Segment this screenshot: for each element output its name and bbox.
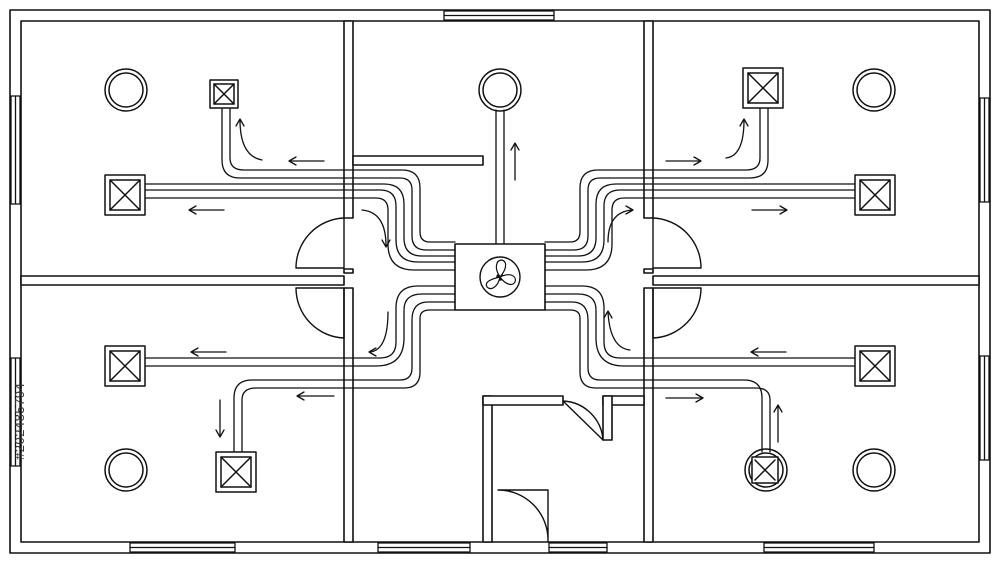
round-diffusers bbox=[104, 68, 896, 492]
arrow-icon bbox=[773, 404, 783, 443]
round-diffuser-icon bbox=[852, 448, 896, 492]
square-diffuser-icon bbox=[751, 456, 779, 484]
duct-right-top-upper bbox=[544, 107, 769, 251]
arrow-icon bbox=[361, 209, 391, 248]
square-diffuser-icon bbox=[209, 79, 239, 109]
square-diffuser-icon bbox=[854, 174, 896, 216]
duct-right-bottom-upper bbox=[544, 285, 856, 367]
central-ventilation-unit bbox=[454, 243, 546, 311]
door-swings bbox=[295, 217, 702, 543]
round-diffuser-icon bbox=[478, 68, 522, 112]
square-diffuser-icon bbox=[215, 451, 257, 493]
arrow-icon bbox=[190, 347, 227, 357]
interior-walls bbox=[20, 20, 980, 543]
duct-left-top-3 bbox=[144, 183, 456, 257]
arrow-icon bbox=[288, 156, 325, 166]
round-diffuser-icon bbox=[852, 68, 896, 112]
duct-left-bottom-upper bbox=[144, 285, 456, 367]
arrow-icon bbox=[235, 118, 263, 161]
airflow-arrows bbox=[188, 118, 788, 443]
square-diffuser-icon bbox=[742, 67, 784, 109]
duct-left-bottom-lower bbox=[233, 301, 456, 453]
duct-right-top-lower bbox=[544, 183, 856, 271]
arrow-icon bbox=[603, 310, 631, 351]
square-diffuser-icon bbox=[104, 174, 146, 216]
duct-right-bottom-lower bbox=[544, 301, 771, 453]
arrow-icon bbox=[607, 205, 634, 243]
arrow-icon bbox=[368, 311, 389, 357]
arrow-icon bbox=[665, 393, 704, 403]
arrow-icon bbox=[750, 347, 787, 357]
arrow-icon bbox=[510, 142, 520, 181]
arrow-icon bbox=[751, 205, 788, 215]
fan-icon bbox=[479, 256, 521, 298]
square-diffuser-icon bbox=[854, 345, 896, 387]
square-diffusers bbox=[104, 67, 896, 493]
round-diffuser-icon bbox=[744, 448, 788, 492]
square-diffuser-icon bbox=[104, 345, 146, 387]
arrow-icon bbox=[188, 205, 225, 215]
arrow-icon bbox=[296, 391, 335, 401]
duct-network bbox=[144, 107, 856, 453]
watermark-id: #202485794 bbox=[12, 382, 27, 460]
round-diffuser-icon bbox=[104, 68, 148, 112]
round-diffuser-icon bbox=[104, 448, 148, 492]
windows bbox=[10, 10, 990, 553]
duct-left-top-lower bbox=[144, 189, 456, 271]
arrow-icon bbox=[725, 118, 749, 159]
duct-left-top-upper bbox=[221, 107, 456, 251]
arrow-icon bbox=[215, 399, 225, 438]
duct-top-middle bbox=[495, 109, 505, 245]
arrow-icon bbox=[665, 156, 702, 166]
